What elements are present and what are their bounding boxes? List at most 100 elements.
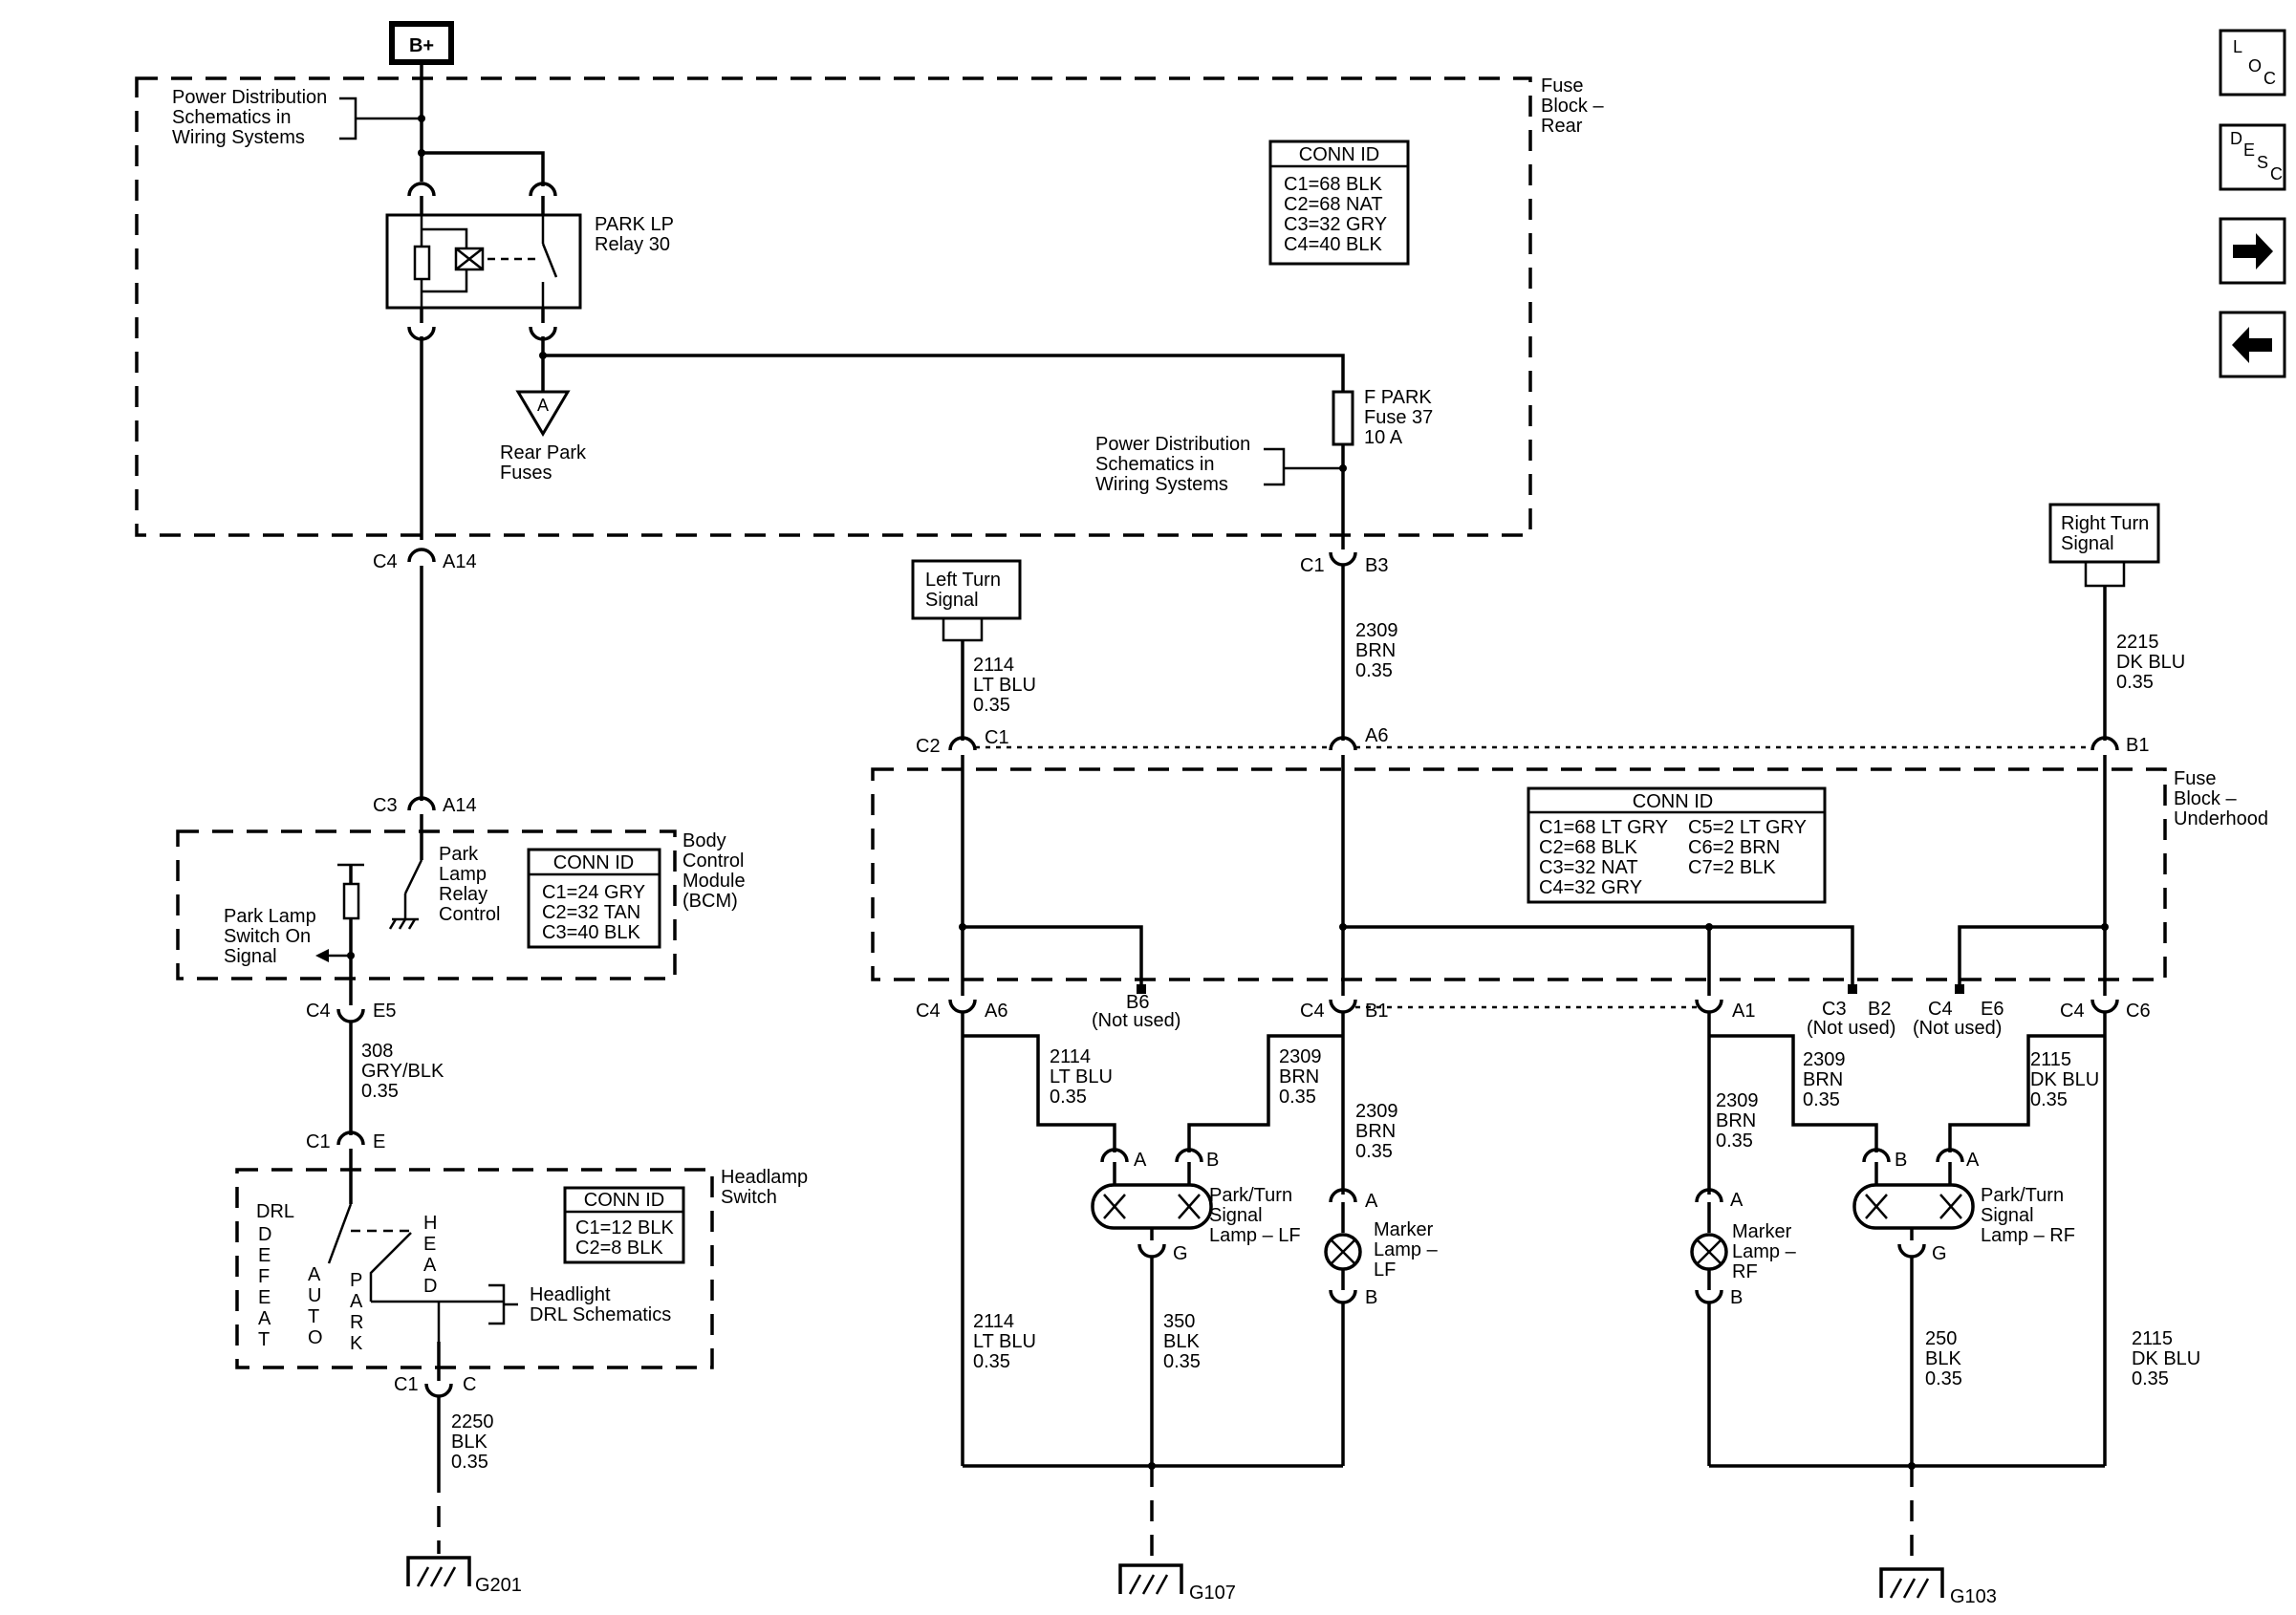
headlamp-switch-outline bbox=[235, 1168, 714, 1369]
fuse-block-rear-outline bbox=[135, 76, 1532, 537]
svg-text:308: 308 bbox=[361, 1041, 393, 1062]
auto-letters: A U T O bbox=[308, 1264, 323, 1348]
svg-text:BRN: BRN bbox=[1355, 640, 1396, 661]
svg-text:Wiring Systems: Wiring Systems bbox=[1095, 474, 1228, 495]
fuse-block-underhood-title: Fuse Block – Underhood bbox=[2174, 768, 2268, 829]
fuse-f-park: F PARK Fuse 37 10 A bbox=[1332, 387, 1433, 448]
svg-text:B1: B1 bbox=[1365, 1001, 1388, 1022]
svg-text:T: T bbox=[258, 1329, 270, 1350]
svg-text:Schematics in: Schematics in bbox=[172, 107, 292, 128]
svg-text:C4: C4 bbox=[916, 1001, 941, 1022]
rear-park-fuses-ref: A Rear Park Fuses bbox=[500, 390, 587, 484]
svg-text:C4=40 BLK: C4=40 BLK bbox=[1284, 234, 1383, 255]
svg-text:Switch: Switch bbox=[721, 1187, 777, 1208]
description-button[interactable]: D E S C bbox=[2219, 123, 2286, 191]
svg-text:Relay: Relay bbox=[439, 884, 487, 905]
svg-text:Park/Turn: Park/Turn bbox=[1209, 1185, 1292, 1206]
svg-text:Signal: Signal bbox=[1209, 1205, 1263, 1226]
wire-308-label: 308 GRY/BLK 0.35 bbox=[361, 1041, 444, 1102]
svg-text:Lamp –: Lamp – bbox=[1732, 1241, 1797, 1262]
svg-text:Power Distribution: Power Distribution bbox=[1095, 434, 1250, 455]
svg-text:Marker: Marker bbox=[1374, 1219, 1434, 1240]
svg-text:G: G bbox=[1173, 1243, 1188, 1264]
svg-text:Rear: Rear bbox=[1541, 116, 1583, 137]
drl-label: DRL bbox=[256, 1201, 294, 1222]
left-turn-signal: Left Turn Signal bbox=[911, 559, 1022, 642]
svg-text:K: K bbox=[350, 1333, 363, 1354]
previous-button[interactable] bbox=[2219, 311, 2286, 378]
svg-text:0.35: 0.35 bbox=[973, 695, 1010, 716]
svg-text:Lamp: Lamp bbox=[439, 864, 487, 885]
svg-text:C2=68 NAT: C2=68 NAT bbox=[1284, 194, 1383, 215]
conn-id-underhood: CONN ID C1=68 LT GRY C2=68 BLK C3=32 NAT… bbox=[1527, 786, 1827, 904]
svg-text:A: A bbox=[308, 1264, 321, 1285]
power-distribution-note-1: Power Distribution Schematics in Wiring … bbox=[172, 87, 422, 148]
svg-text:BRN: BRN bbox=[1803, 1069, 1843, 1090]
svg-text:0.35: 0.35 bbox=[451, 1452, 488, 1473]
location-button[interactable]: L O C bbox=[2219, 29, 2286, 97]
svg-text:C6: C6 bbox=[2126, 1001, 2151, 1022]
svg-text:Underhood: Underhood bbox=[2174, 808, 2268, 829]
park-turn-lamp-lf: A B G Park/Turn Signal Lamp – LF bbox=[1091, 1148, 1301, 1264]
wire-2309-mid-right-label: 2309 BRN 0.35 bbox=[1803, 1049, 1846, 1110]
wire-350-label: 350 BLK 0.35 bbox=[1163, 1311, 1201, 1372]
svg-text:CONN ID: CONN ID bbox=[584, 1190, 664, 1211]
svg-text:E: E bbox=[373, 1131, 385, 1152]
svg-text:Fuse 37: Fuse 37 bbox=[1364, 407, 1433, 428]
svg-text:LT BLU: LT BLU bbox=[973, 1331, 1036, 1352]
svg-text:C4: C4 bbox=[306, 1001, 331, 1022]
wire-2309-mid-left-label: 2309 BRN 0.35 bbox=[1279, 1046, 1322, 1108]
svg-text:B: B bbox=[1365, 1287, 1377, 1308]
svg-text:B1: B1 bbox=[2126, 735, 2149, 756]
svg-text:10 A: 10 A bbox=[1364, 427, 1403, 448]
fuse-block-rear-title: Fuse Block – Rear bbox=[1541, 75, 1604, 137]
svg-text:E: E bbox=[258, 1287, 271, 1308]
svg-text:2309: 2309 bbox=[1716, 1090, 1759, 1111]
svg-text:Lamp – LF: Lamp – LF bbox=[1209, 1225, 1301, 1246]
bcm-title: Body Control Module (BCM) bbox=[682, 830, 746, 912]
svg-text:C1=12 BLK: C1=12 BLK bbox=[575, 1217, 675, 1238]
svg-text:T: T bbox=[308, 1306, 319, 1327]
ground-g107: G107 bbox=[1118, 1563, 1236, 1604]
svg-text:BRN: BRN bbox=[1355, 1121, 1396, 1142]
svg-text:GRY/BLK: GRY/BLK bbox=[361, 1061, 444, 1082]
next-button[interactable] bbox=[2219, 217, 2286, 285]
svg-text:C: C bbox=[463, 1374, 476, 1395]
svg-text:P: P bbox=[350, 1270, 362, 1291]
marker-lamp-rf: A B Marker Lamp – RF bbox=[1690, 1188, 1797, 1308]
wire-2114-bot-label: 2114 LT BLU 0.35 bbox=[973, 1311, 1036, 1372]
svg-text:C3=32 GRY: C3=32 GRY bbox=[1284, 214, 1387, 235]
svg-text:R: R bbox=[350, 1312, 363, 1333]
bcm-switch-signal-label: Park Lamp Switch On Signal bbox=[224, 906, 316, 967]
bcm-relay-control-label: Park Lamp Relay Control bbox=[439, 844, 500, 925]
svg-text:C4: C4 bbox=[2060, 1001, 2085, 1022]
svg-text:C3: C3 bbox=[1822, 999, 1847, 1020]
svg-text:0.35: 0.35 bbox=[361, 1081, 399, 1102]
svg-text:D: D bbox=[2230, 129, 2242, 148]
svg-text:C1: C1 bbox=[1300, 555, 1325, 576]
svg-text:DK BLU: DK BLU bbox=[2030, 1069, 2099, 1090]
svg-text:Marker: Marker bbox=[1732, 1221, 1792, 1242]
svg-text:2309: 2309 bbox=[1803, 1049, 1846, 1070]
svg-text:Power Distribution: Power Distribution bbox=[172, 87, 327, 108]
svg-text:C4: C4 bbox=[1928, 999, 1953, 1020]
svg-text:A: A bbox=[1730, 1190, 1744, 1211]
svg-text:250: 250 bbox=[1925, 1328, 1957, 1349]
bcm-outline bbox=[176, 829, 677, 980]
svg-text:Body: Body bbox=[682, 830, 726, 851]
ground-g201: G201 bbox=[406, 1556, 522, 1596]
svg-text:2309: 2309 bbox=[1355, 1101, 1398, 1122]
svg-text:A: A bbox=[423, 1255, 437, 1276]
svg-text:A6: A6 bbox=[985, 1001, 1007, 1022]
svg-text:C1=68 BLK: C1=68 BLK bbox=[1284, 174, 1383, 195]
svg-text:BLK: BLK bbox=[451, 1432, 487, 1453]
svg-text:DK BLU: DK BLU bbox=[2116, 652, 2185, 673]
svg-text:0.35: 0.35 bbox=[2030, 1089, 2068, 1110]
bplus-label: B+ bbox=[409, 35, 434, 56]
svg-text:L: L bbox=[2233, 37, 2242, 56]
svg-text:C2=8 BLK: C2=8 BLK bbox=[575, 1238, 663, 1259]
svg-text:Block –: Block – bbox=[1541, 96, 1604, 117]
svg-text:C4=32 GRY: C4=32 GRY bbox=[1539, 877, 1642, 898]
svg-text:Fuses: Fuses bbox=[500, 463, 552, 484]
svg-text:C: C bbox=[2270, 164, 2283, 183]
